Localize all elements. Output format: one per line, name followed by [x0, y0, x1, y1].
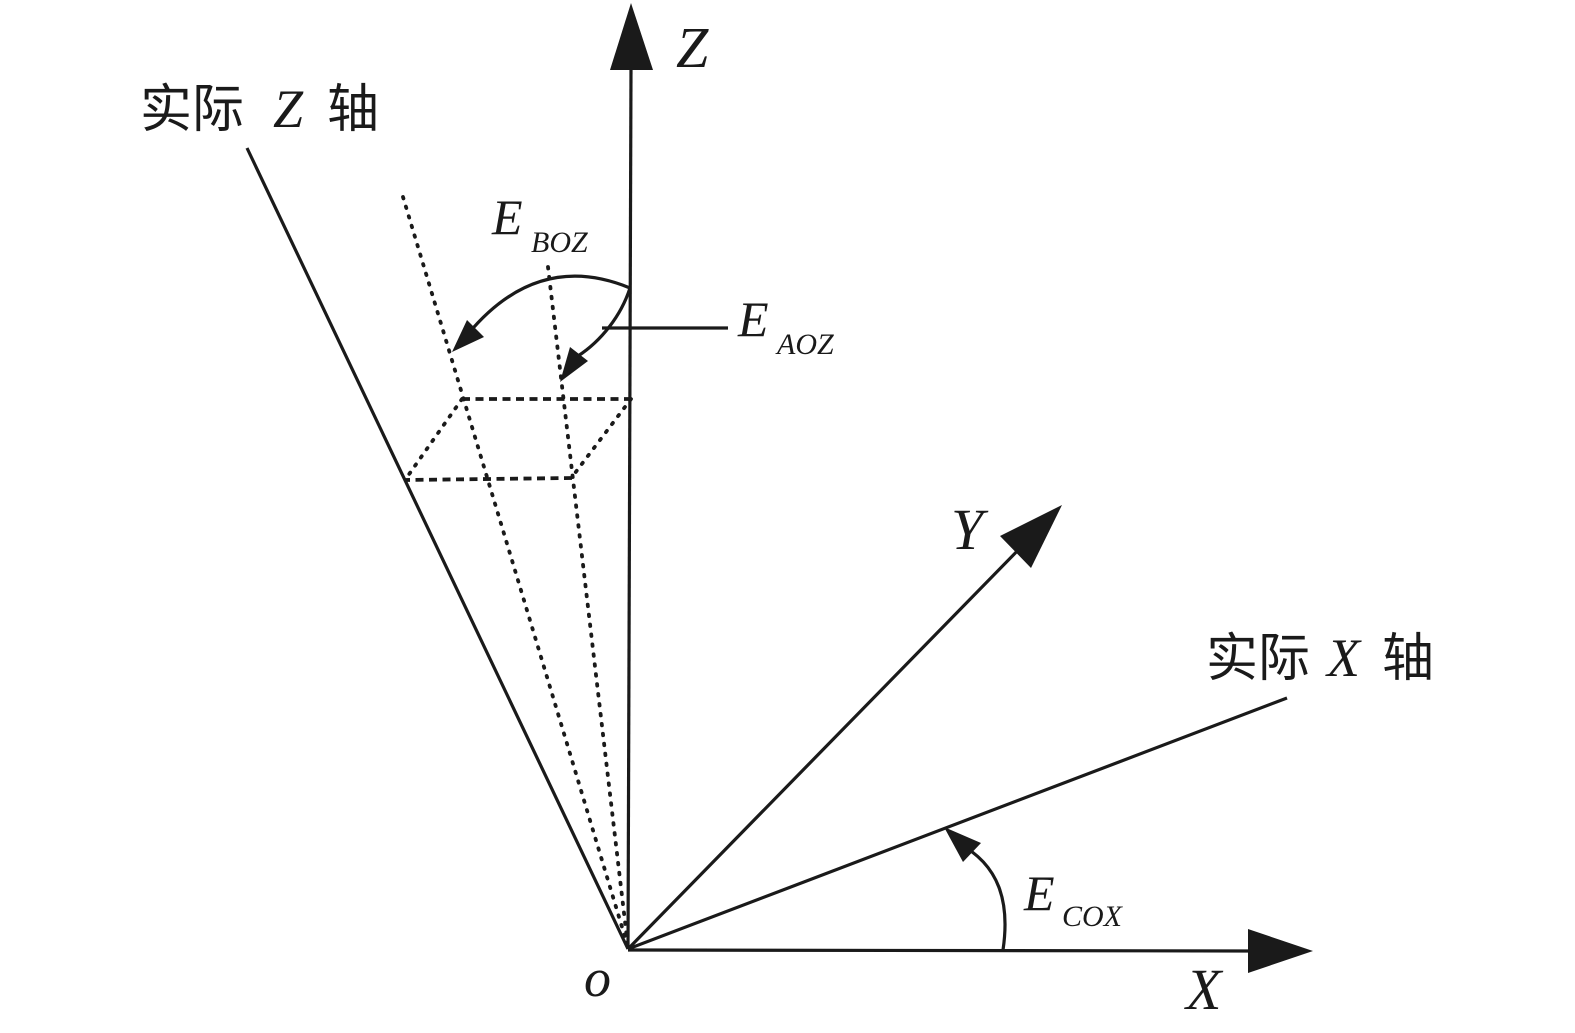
error-plane-right-edge [570, 397, 633, 479]
e-cox-arrowhead [944, 827, 981, 862]
e-aoz-label: E AOZ [737, 291, 834, 361]
e-cox-label: E COX [1023, 865, 1124, 933]
y-axis-label: Y [951, 497, 989, 562]
tilted-z-dotted-line-outer [401, 195, 630, 949]
e-boz-label-sub: BOZ [531, 226, 588, 259]
z-axis-label: Z [676, 15, 709, 80]
actual-z-label-suffix: 轴 [327, 82, 379, 139]
z-axis-line [626, 67, 633, 950]
actual-x-label-suffix: 轴 [1382, 631, 1434, 688]
actual-z-label-letter: Z [273, 79, 304, 139]
origin-label: o [584, 948, 611, 1008]
e-cox-label-main: E [1023, 865, 1055, 921]
actual-x-label-letter: X [1325, 628, 1362, 688]
actual-z-axis-line [245, 147, 630, 950]
e-aoz-arc [577, 287, 632, 358]
x-axis-label: X [1184, 957, 1224, 1022]
x-axis-line [627, 948, 1253, 953]
e-boz-arrowhead [452, 320, 484, 352]
x-axis-arrowhead [1248, 929, 1313, 973]
y-axis-arrowhead [1000, 505, 1062, 568]
y-axis-line [626, 538, 1030, 951]
actual-x-axis-line [627, 696, 1288, 951]
e-cox-label-sub: COX [1062, 900, 1124, 933]
e-aoz-label-main: E [737, 291, 769, 347]
tilted-z-dotted-line-inner [546, 265, 630, 949]
error-plane-left-edge [403, 397, 464, 482]
z-axis-arrowhead [610, 3, 653, 70]
actual-z-axis-label: 实际 Z 轴 [140, 79, 379, 139]
error-plane-bottom-edge [404, 476, 573, 482]
e-aoz-label-sub: AOZ [775, 328, 834, 361]
actual-x-axis-label: 实际 X 轴 [1206, 628, 1434, 688]
e-boz-arc [466, 274, 631, 336]
actual-z-label-prefix: 实际 [140, 82, 244, 139]
e-boz-label: E BOZ [491, 189, 588, 259]
e-boz-label-main: E [491, 189, 523, 245]
e-aoz-arrowhead [560, 347, 588, 382]
actual-x-label-prefix: 实际 [1206, 631, 1310, 688]
